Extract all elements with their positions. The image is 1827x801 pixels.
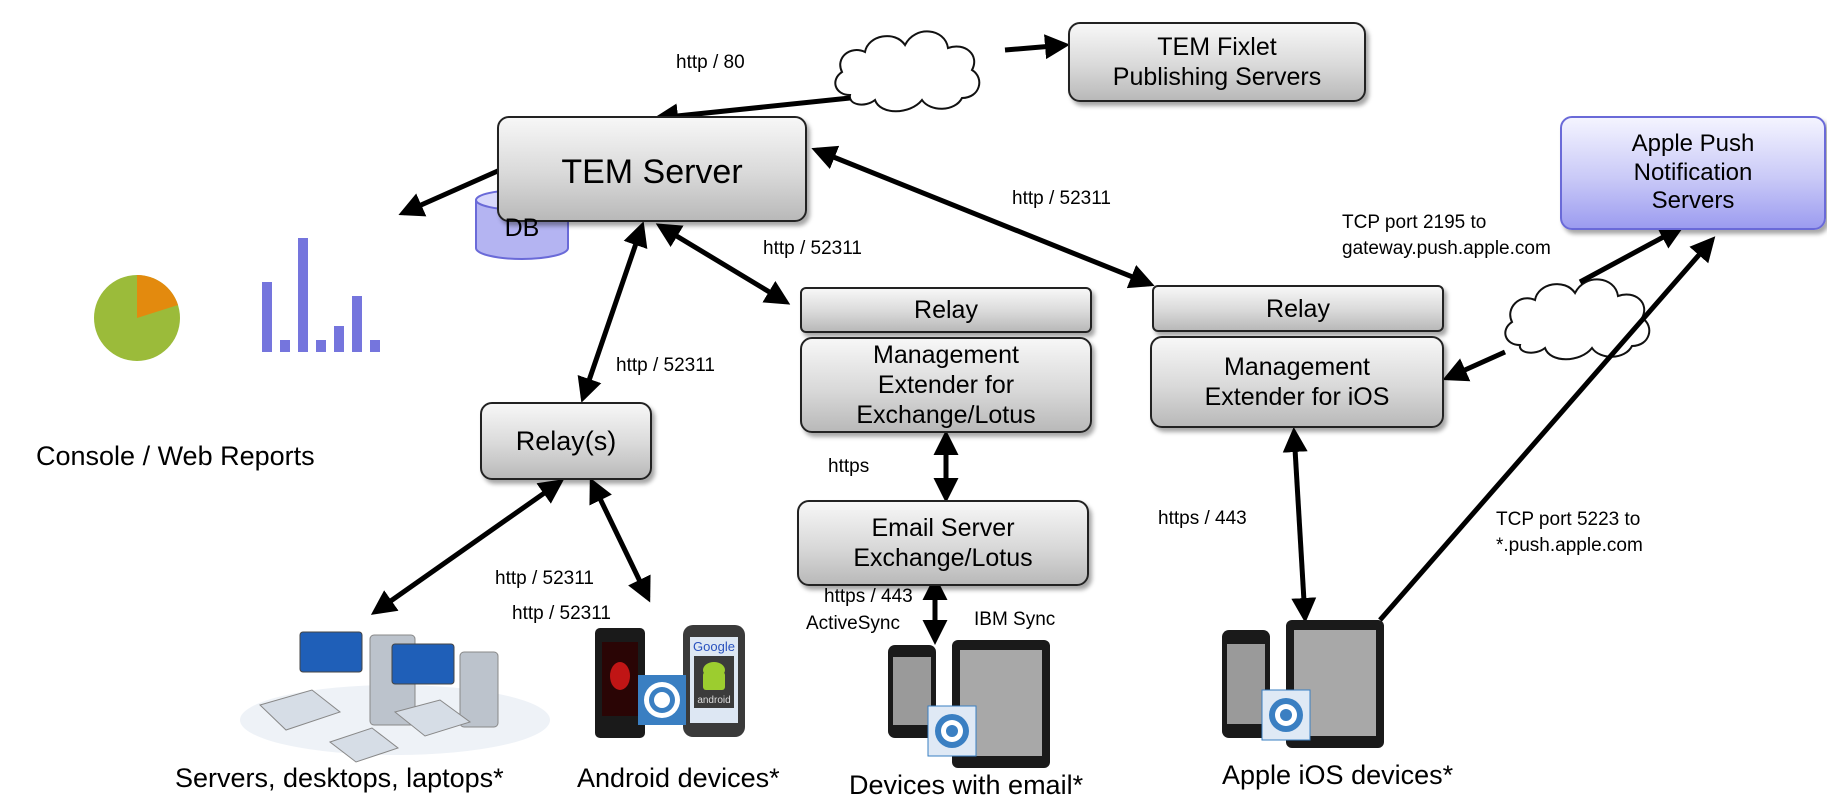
apple-push-box: Apple Push Notification Servers <box>1560 116 1826 230</box>
label-tcp-5223: TCP port 5223 to *.push.apple.com <box>1496 509 1643 556</box>
caption-servers: Servers, desktops, laptops* <box>175 763 504 793</box>
relays-label: Relay(s) <box>515 425 617 456</box>
tem-server-box: TEM Server <box>497 116 807 222</box>
arrow-cloud-temserver <box>653 95 851 129</box>
relay-left-box: Relay <box>800 287 1092 333</box>
caption-console: Console / Web Reports <box>36 441 315 471</box>
relay-left-label: Relay <box>914 296 978 324</box>
console-screenshot-chart <box>94 238 380 361</box>
google-logo-text: Google <box>693 639 735 654</box>
label-https: https <box>828 456 870 477</box>
arrow-cloud-mgmtios <box>1442 349 1507 382</box>
label-http-52311-right: http / 52311 <box>1012 188 1111 209</box>
tem-fixlet-box: TEM Fixlet Publishing Servers <box>1068 22 1366 102</box>
db-label: DB <box>504 214 540 242</box>
label-http-52311-a: http / 52311 <box>495 568 594 589</box>
tem-fixlet-label: TEM Fixlet Publishing Servers <box>1112 33 1322 91</box>
cloud-icon <box>834 30 981 113</box>
label-http-80: http / 80 <box>676 52 745 73</box>
email-server-label: Email Server Exchange/Lotus <box>853 514 1033 572</box>
arrow-temserver-console <box>398 167 502 217</box>
mgmt-ios-box: Management Extender for iOS <box>1150 336 1444 428</box>
caption-android: Android devices* <box>577 763 780 793</box>
arrow-cloud-applepush <box>1578 225 1685 285</box>
mgmt-exchange-label: Management Extender for Exchange/Lotus <box>856 341 1036 429</box>
arrow-mgmtios-iosdevices <box>1282 427 1317 623</box>
email-server-box: Email Server Exchange/Lotus <box>797 500 1089 586</box>
android-logo-text: android <box>697 695 730 706</box>
arrow-relays-android <box>589 477 651 603</box>
tem-server-label: TEM Server <box>561 153 743 191</box>
relays-box: Relay(s) <box>480 402 652 480</box>
computers-icon <box>240 631 550 763</box>
mgmt-ios-label: Management Extender for iOS <box>1204 353 1390 411</box>
label-http-52311-b: http / 52311 <box>512 603 611 624</box>
arrow-temserver-relay-left <box>655 223 791 305</box>
relay-right-label: Relay <box>1266 294 1330 323</box>
label-activesync: ActiveSync <box>806 613 900 634</box>
relay-right-box: Relay <box>1152 285 1444 332</box>
label-http-52311-mid: http / 52311 <box>763 238 862 259</box>
label-http-52311-left: http / 52311 <box>616 355 715 376</box>
arrow-relays-servers <box>370 479 565 615</box>
arrow-iosdevices-applepush <box>1378 236 1716 622</box>
mgmt-exchange-box: Management Extender for Exchange/Lotus <box>800 337 1092 433</box>
label-https-443-email: https / 443 <box>824 586 913 607</box>
caption-ios: Apple iOS devices* <box>1222 760 1454 790</box>
connection-arrows <box>370 34 1716 645</box>
ios-devices-icon <box>1222 620 1384 748</box>
label-ibm-sync: IBM Sync <box>974 609 1056 630</box>
arrow-temserver-relays <box>577 221 648 403</box>
caption-email-devices: Devices with email* <box>849 770 1084 800</box>
android-devices-icon: Google android <box>595 625 745 738</box>
email-devices-icon <box>888 640 1050 768</box>
arrow-fixlet-cloud <box>1004 34 1070 60</box>
apple-push-label: Apple Push Notification Servers <box>1631 129 1755 215</box>
label-tcp-2195: TCP port 2195 to gateway.push.apple.com <box>1342 212 1551 259</box>
cloud-icon <box>1504 278 1651 361</box>
label-https-443: https / 443 <box>1158 508 1247 529</box>
arrow-temserver-relay-right <box>811 145 1155 289</box>
